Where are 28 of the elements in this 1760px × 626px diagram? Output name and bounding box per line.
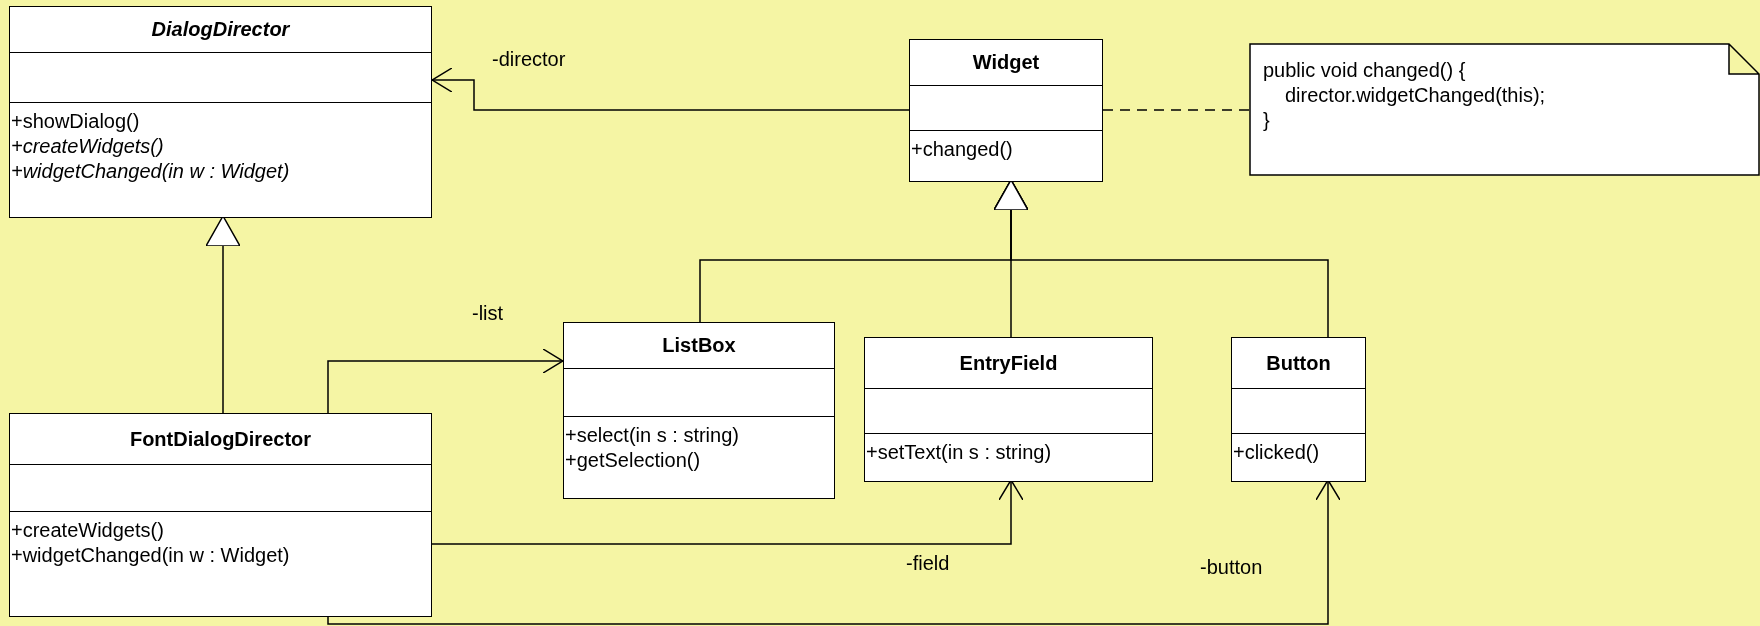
class-box	[9, 413, 432, 617]
class-name: EntryField	[959, 351, 1058, 375]
method-name: +changed()	[910, 137, 1013, 162]
note-connector	[1102, 109, 1250, 111]
class-name: Button	[1266, 351, 1331, 375]
class-name: FontDialogDirector	[129, 427, 312, 451]
class-name: DialogDirector	[151, 18, 290, 41]
method-name: +createWidgets()	[10, 134, 164, 159]
method-name: +createWidgets()	[10, 518, 164, 543]
code-text: }	[1263, 108, 1270, 133]
method-name: +clicked()	[1232, 440, 1320, 465]
class-box	[563, 322, 835, 499]
method-name: +getSelection()	[564, 448, 701, 473]
method-name: +widgetChanged(in w : Widget)	[10, 159, 290, 184]
class-box	[9, 6, 432, 218]
code-text: director.widgetChanged(this);	[1285, 83, 1546, 108]
method-name: +setText(in s : string)	[865, 440, 1052, 465]
association-arrow	[431, 67, 910, 111]
method-name: +showDialog()	[10, 109, 140, 134]
class-box	[1231, 337, 1366, 482]
class-name: Widget	[972, 51, 1040, 74]
method-name: +select(in s : string)	[564, 423, 739, 448]
code-text: public void changed() {	[1263, 58, 1466, 83]
class-name: ListBox	[662, 334, 736, 357]
association-arrow	[327, 348, 564, 414]
class-box	[864, 337, 1153, 482]
class-box	[909, 39, 1103, 182]
method-name: +widgetChanged(in w : Widget)	[10, 543, 290, 568]
